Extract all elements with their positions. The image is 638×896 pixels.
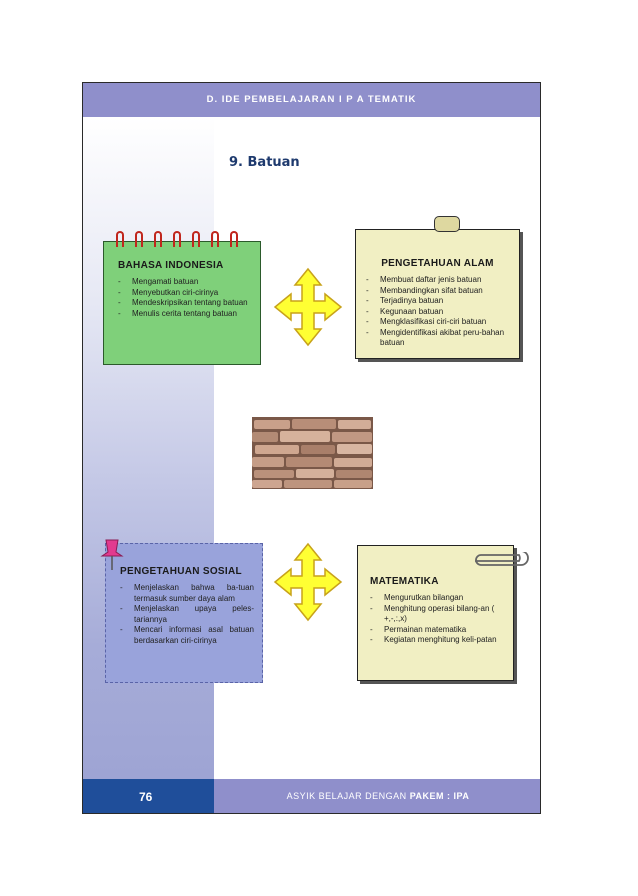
section-title: 9. Batuan bbox=[229, 155, 300, 170]
list-item: Terjadinya batuan bbox=[366, 296, 509, 307]
list-item: Menjelaskan upaya peles-tariannya bbox=[120, 604, 254, 625]
list-item: Mencari informasi asal batuan berdasarka… bbox=[120, 625, 254, 646]
card-title: BAHASA INDONESIA bbox=[118, 260, 224, 271]
footer-text-bold: PAKEM : IPA bbox=[409, 791, 470, 801]
pengetahuan-alam-card: PENGETAHUAN ALAM Membuat daftar jenis ba… bbox=[355, 216, 520, 359]
list-item: Menulis cerita tentang batuan bbox=[118, 309, 254, 320]
list-item: Kegiatan menghitung keli-patan bbox=[370, 635, 505, 646]
list-item: Mendeskripsikan tentang batuan bbox=[118, 298, 254, 309]
card-title: MATEMATIKA bbox=[370, 576, 439, 587]
list-item: Kegunaan batuan bbox=[366, 307, 509, 318]
page-frame: D. IDE PEMBELAJARAN I P A TEMATIK 9. Bat… bbox=[82, 82, 541, 814]
list-item: Mengamati batuan bbox=[118, 277, 254, 288]
card-title: PENGETAHUAN ALAM bbox=[381, 258, 494, 269]
bahasa-indonesia-card: BAHASA INDONESIA Mengamati batuan Menyeb… bbox=[103, 231, 261, 365]
list-item: Mengidentifikasi akibat peru-bahan batua… bbox=[366, 328, 509, 349]
list-item: Membandingkan sifat batuan bbox=[366, 286, 509, 297]
footer-text: ASYIK BELAJAR DENGAN PAKEM : IPA bbox=[214, 791, 540, 801]
page-number: 76 bbox=[139, 790, 153, 804]
list-item: Mengklasifikasi ciri-ciri batuan bbox=[366, 317, 509, 328]
footer-text-prefix: ASYIK BELAJAR DENGAN bbox=[286, 791, 410, 801]
rock-wall-image bbox=[252, 417, 373, 489]
four-way-arrow-icon bbox=[273, 542, 343, 622]
header-band: D. IDE PEMBELAJARAN I P A TEMATIK bbox=[83, 83, 540, 117]
pengetahuan-sosial-card: PENGETAHUAN SOSIAL Menjelaskan bahwa ba-… bbox=[100, 539, 263, 683]
four-way-arrow-icon bbox=[273, 267, 343, 347]
header-title: D. IDE PEMBELAJARAN I P A TEMATIK bbox=[206, 94, 417, 105]
card-title: PENGETAHUAN SOSIAL bbox=[120, 566, 242, 577]
list-item: Menyebutkan ciri-cirinya bbox=[118, 288, 254, 299]
list-item: Membuat daftar jenis batuan bbox=[366, 275, 509, 286]
footer-page-box: 76 bbox=[83, 779, 214, 813]
list-item: Mengurutkan bilangan bbox=[370, 593, 505, 604]
list-item: Permainan matematika bbox=[370, 625, 505, 636]
footer-band: ASYIK BELAJAR DENGAN PAKEM : IPA bbox=[214, 779, 540, 813]
list-item: Menjelaskan bahwa ba-tuan termasuk sumbe… bbox=[120, 583, 254, 604]
clip-icon bbox=[434, 216, 460, 232]
push-pin-icon bbox=[100, 539, 124, 570]
paperclip-icon bbox=[475, 552, 529, 566]
spiral-binding-rings-icon bbox=[116, 231, 238, 247]
list-item: Menghitung operasi bilang-an ( +,-,:,x) bbox=[370, 604, 505, 625]
matematika-card: MATEMATIKA Mengurutkan bilangan Menghitu… bbox=[357, 545, 529, 681]
